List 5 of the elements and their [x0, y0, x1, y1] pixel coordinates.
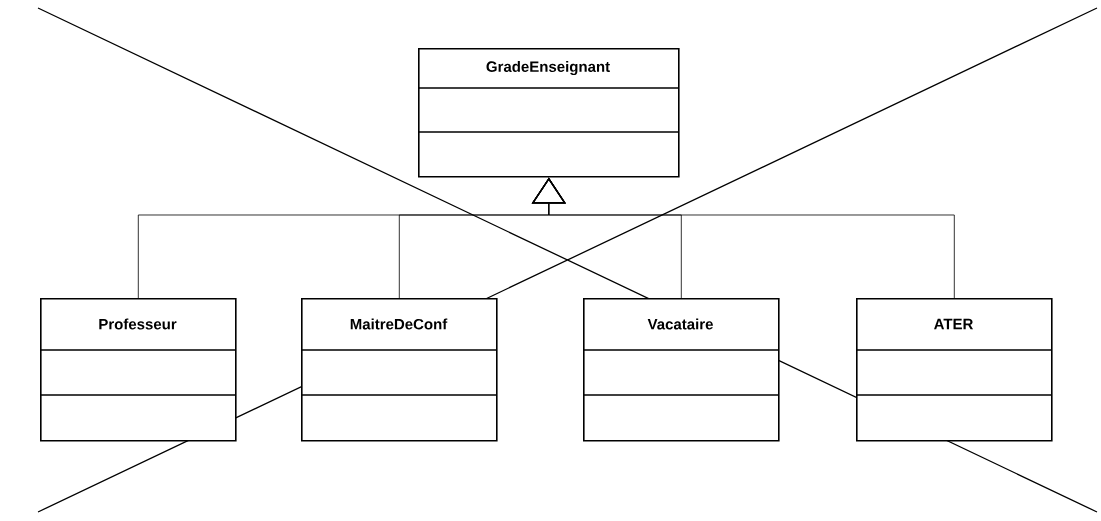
class-box: Professeur [39, 298, 237, 442]
class-box: Vacataire [582, 298, 780, 442]
class-box: GradeEnseignant [417, 48, 680, 178]
class-box: MaitreDeConf [300, 298, 498, 442]
class-box: ATER [855, 298, 1053, 442]
